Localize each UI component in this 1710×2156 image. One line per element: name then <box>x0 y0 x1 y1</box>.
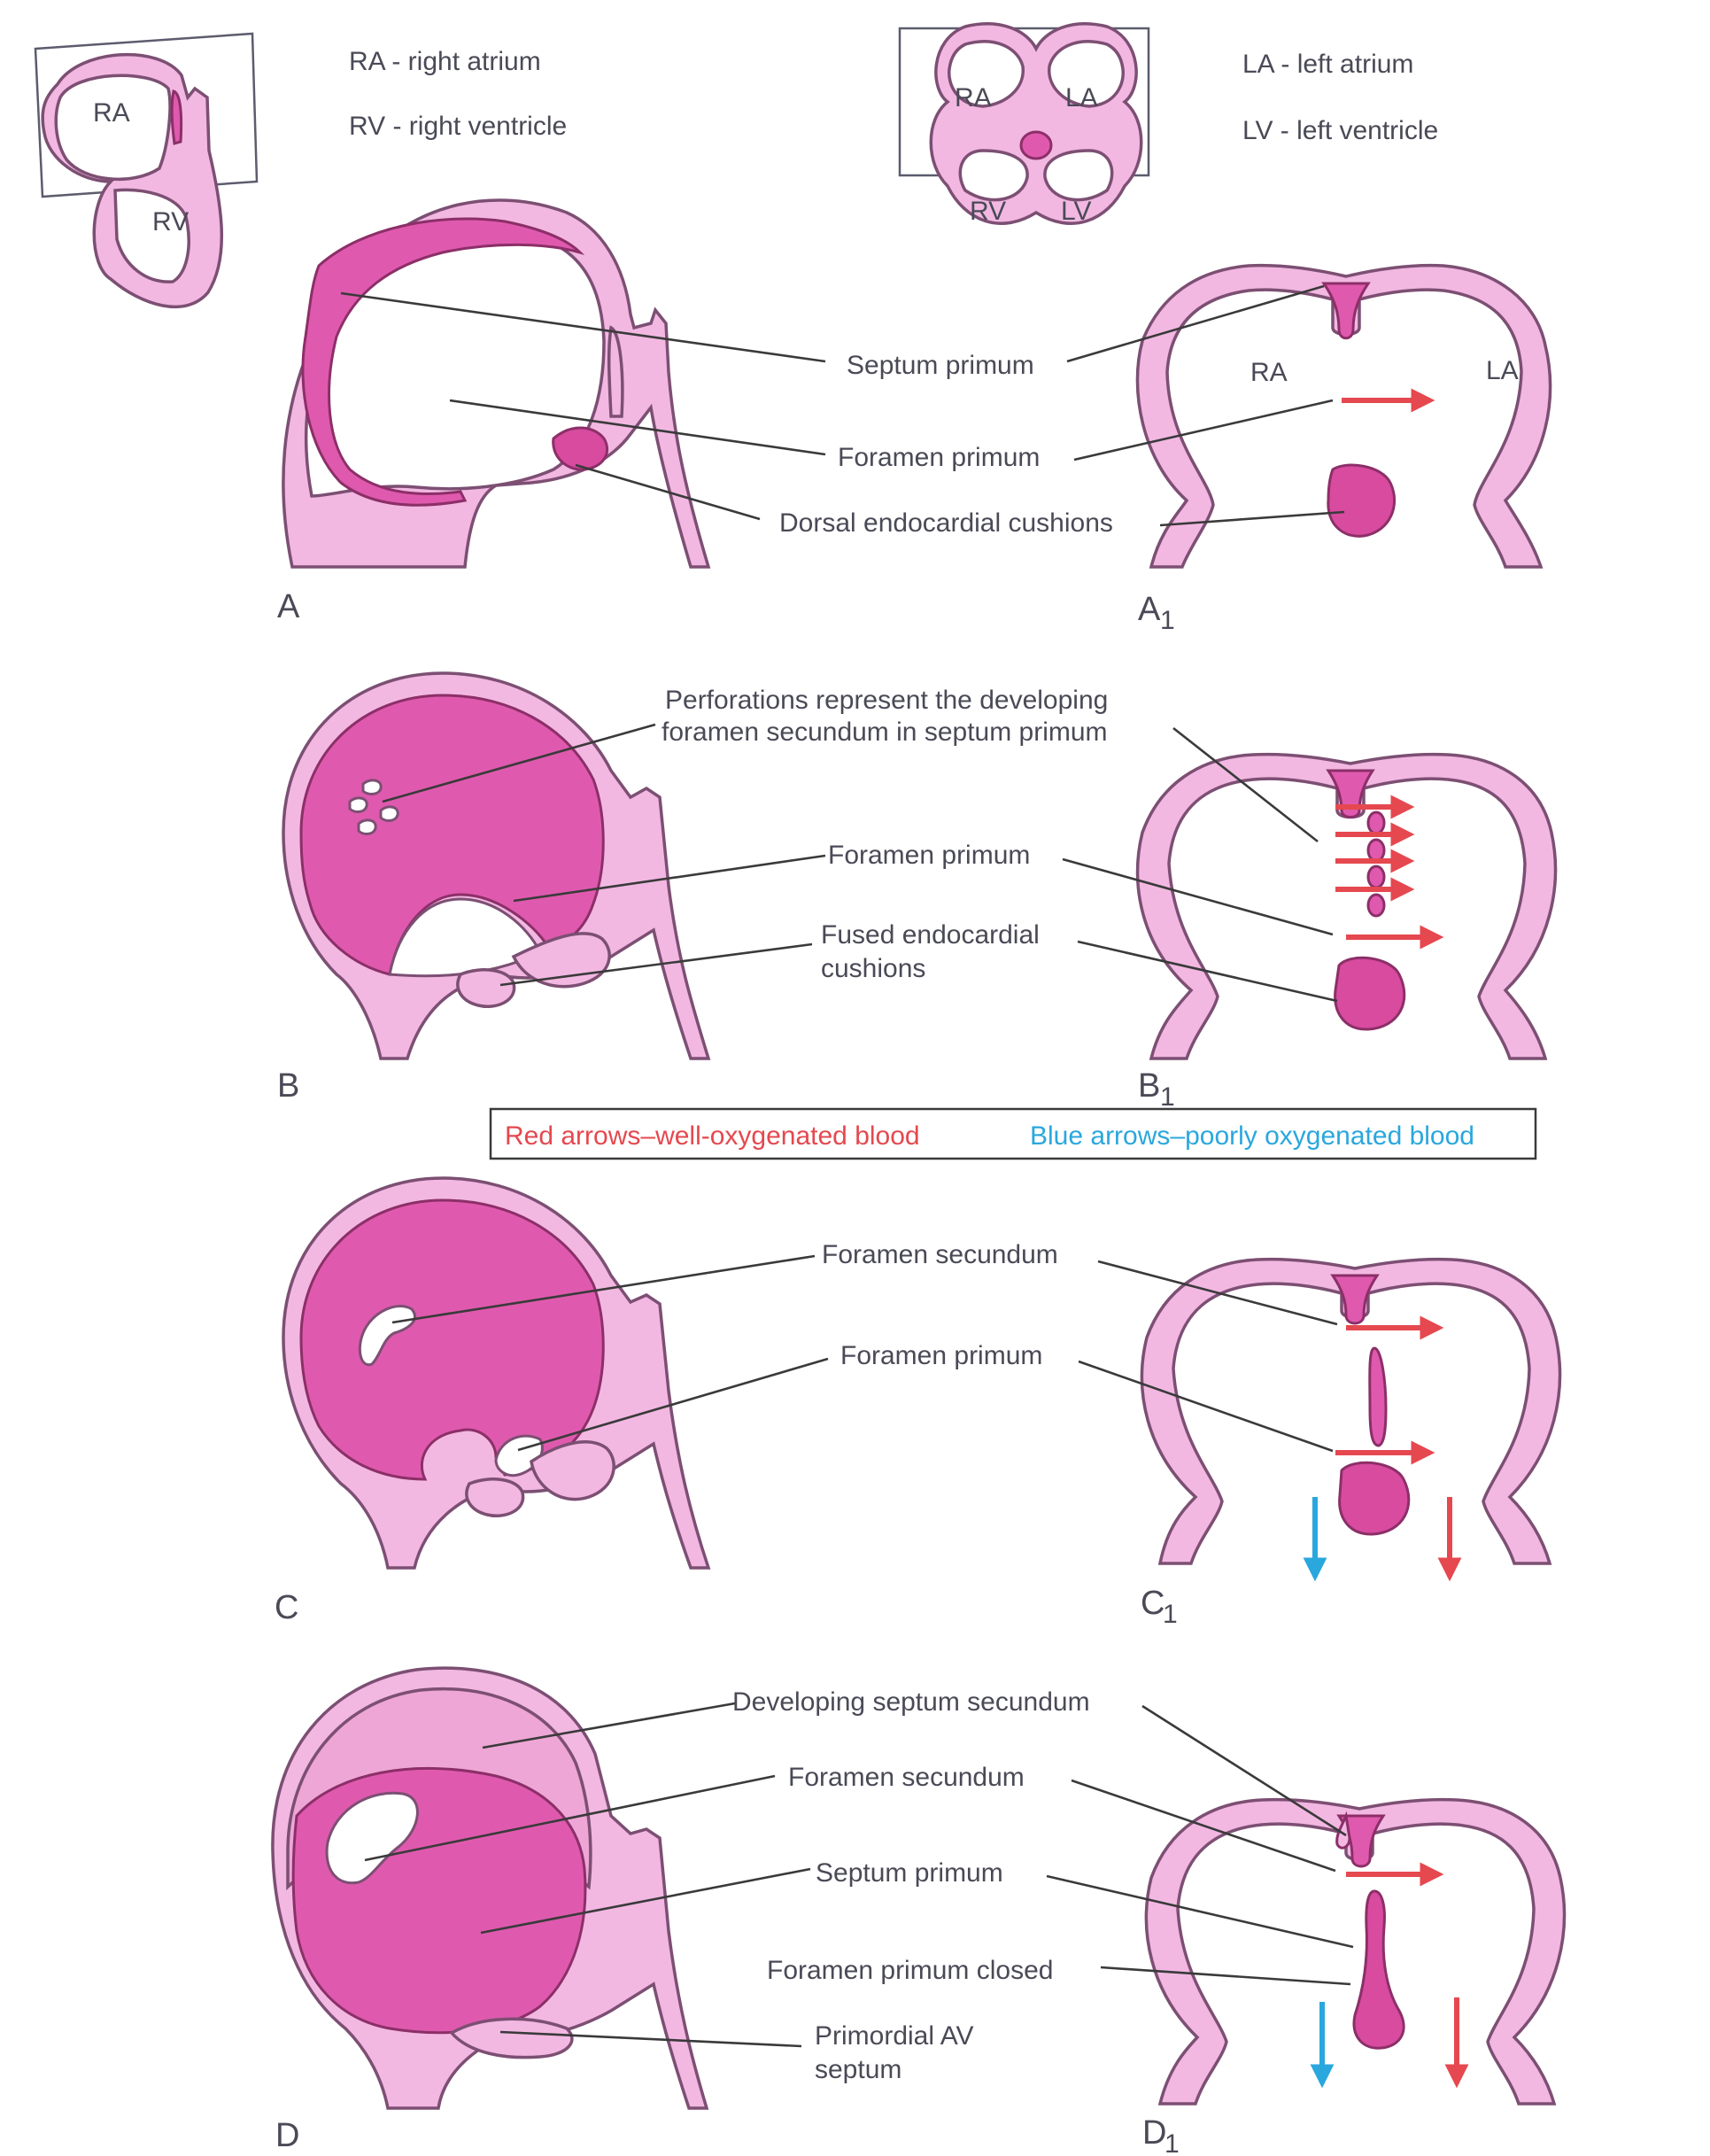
panel-a-sagittal <box>283 200 708 567</box>
arrow-key: Red arrows–well-oxygenated blood Blue ar… <box>491 1109 1536 1159</box>
inset-label-ra: RA <box>93 98 130 128</box>
label-primordial-line1: Primordial AV <box>815 2021 974 2051</box>
panel-label-b: B <box>277 1067 299 1105</box>
inset-label-ra-frontal: RA <box>955 83 992 112</box>
panel-b1-frontal <box>1138 755 1556 1059</box>
label-septum-primum-d: Septum primum <box>816 1858 1003 1888</box>
legend-rv: RV - right ventricle <box>349 112 567 141</box>
panel-b-sagittal <box>283 673 708 1059</box>
label-fused-line2: cushions <box>821 954 925 983</box>
panel-label-d1: D 1 <box>1142 2114 1180 2156</box>
inset-label-la-frontal: LA <box>1065 83 1098 112</box>
panel-c1-frontal <box>1142 1260 1560 1577</box>
panel-label-c1: C 1 <box>1141 1585 1178 1629</box>
label-perforations-line1: Perforations represent the developing <box>665 686 1108 715</box>
label-perforations-line2: foramen secundum in septum primum <box>662 717 1108 747</box>
legend-ra: RA - right atrium <box>349 47 541 76</box>
label-dorsal-cushions: Dorsal endocardial cushions <box>779 508 1113 538</box>
panel-label-a: A <box>277 588 300 625</box>
inset-label-rv: RV <box>152 207 189 237</box>
svg-text:1: 1 <box>1165 2129 1180 2156</box>
label-foramen-secundum-c: Foramen secundum <box>822 1240 1058 1269</box>
panel-d-sagittal <box>273 1668 707 2108</box>
label-dev-septum-secundum: Developing septum secundum <box>732 1687 1090 1717</box>
label-foramen-primum-closed: Foramen primum closed <box>767 1956 1053 1985</box>
label-primordial-line2: septum <box>815 2055 901 2084</box>
panel-label-a1: A 1 <box>1138 591 1175 635</box>
key-red: Red arrows–well-oxygenated blood <box>505 1121 920 1151</box>
inset-label-lv-frontal: LV <box>1061 197 1091 226</box>
a1-label-la: LA <box>1486 356 1519 385</box>
svg-text:1: 1 <box>1160 606 1175 635</box>
svg-text:D: D <box>1142 2114 1166 2152</box>
panel-label-b1: B 1 <box>1138 1067 1175 1112</box>
a1-label-ra: RA <box>1250 358 1288 387</box>
label-foramen-primum-c: Foramen primum <box>840 1341 1042 1370</box>
inset-label-rv-frontal: RV <box>970 197 1006 226</box>
legend-lv: LV - left ventricle <box>1242 116 1438 145</box>
label-foramen-primum-a: Foramen primum <box>838 443 1040 472</box>
svg-text:C: C <box>1141 1585 1165 1622</box>
inset-sagittal: RA RV <box>35 34 257 306</box>
key-blue: Blue arrows–poorly oxygenated blood <box>1030 1121 1474 1151</box>
svg-text:A: A <box>1138 591 1161 628</box>
svg-text:B: B <box>1138 1067 1160 1105</box>
legend-la: LA - left atrium <box>1242 50 1413 79</box>
label-foramen-secundum-d: Foramen secundum <box>788 1763 1025 1792</box>
inset-frontal: RA LA RV LV <box>900 24 1149 226</box>
panel-d1-frontal <box>1146 1800 1564 2104</box>
label-fused-line1: Fused endocardial <box>821 920 1040 950</box>
label-foramen-primum-b: Foramen primum <box>828 841 1030 870</box>
svg-text:1: 1 <box>1160 1082 1175 1112</box>
panel-label-c: C <box>275 1589 298 1626</box>
panel-c-sagittal <box>283 1178 708 1568</box>
panel-label-d: D <box>275 2117 299 2154</box>
label-septum-primum-a: Septum primum <box>847 351 1034 380</box>
svg-text:1: 1 <box>1163 1600 1178 1629</box>
